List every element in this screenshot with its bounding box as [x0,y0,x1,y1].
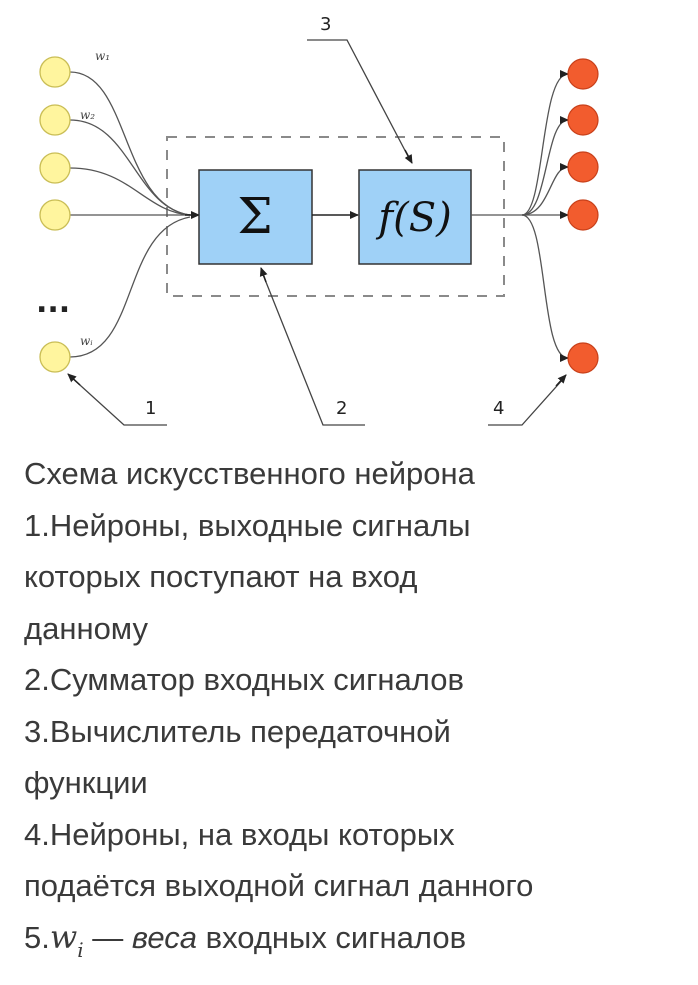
callout-1-label: 1 [145,398,156,419]
input-node [39,199,71,231]
weight-label-w2: w₂ [80,108,95,122]
weight-label-w1: w₁ [95,49,110,63]
caption: Схема искусственного нейрона 1.Нейроны, … [24,448,684,963]
input-node [39,152,71,184]
caption-item-4-line-1: 4.Нейроны, на входы которых [24,816,455,852]
callout-4-label: 4 [493,398,504,419]
callout-3-label: 3 [320,14,331,35]
item-5-dash: — [83,919,132,955]
item-5-prefix: 5. [24,919,50,955]
transfer-function-label: f(S) [375,195,451,241]
caption-title: Схема искусственного нейрона [24,456,475,491]
caption-item-1-line-3: данному [24,610,148,646]
caption-item-3-line-1: 3.Вычислитель передаточной [24,713,451,749]
caption-item-4-line-2: подаётся выходной сигнал данного [24,868,534,903]
item-5-italic: веса [131,919,198,955]
summator-block [198,169,313,265]
output-node [567,342,599,374]
caption-item-1-line-1: 1.Нейроны, выходные сигналы [24,507,471,543]
caption-item-3-line-2: функции [24,765,148,800]
output-node [567,199,599,231]
callout-2-label: 2 [336,398,347,419]
neuron-boundary [166,136,505,297]
input-node [39,56,71,88]
caption-item-5: 5.wi — веса входных сигналов [24,912,684,964]
callout-1-line [69,375,167,426]
output-node [567,58,599,90]
item-5-rest: входных сигналов [197,919,467,955]
output-node [567,151,599,183]
output-connections [471,73,569,359]
caption-item-2: 2.Сумматор входных сигналов [24,662,464,697]
callout-4-line [488,377,565,426]
sum-symbol: Σ [237,187,272,245]
input-node [39,341,71,373]
transfer-function-block [358,169,472,265]
caption-item-1-line-2: которых поступают на вход [24,559,418,594]
neuron-diagram: ... w₁ w₂ wᵢ Σ f(S) [36,14,599,426]
callout-3-line [307,39,411,161]
weight-symbol: wi [49,917,84,962]
input-connections [69,71,191,358]
callout-2-line [261,271,365,426]
ellipsis-dots: ... [36,285,70,320]
output-node [567,104,599,136]
weight-label-wi: wᵢ [80,334,93,348]
input-node [39,104,71,136]
